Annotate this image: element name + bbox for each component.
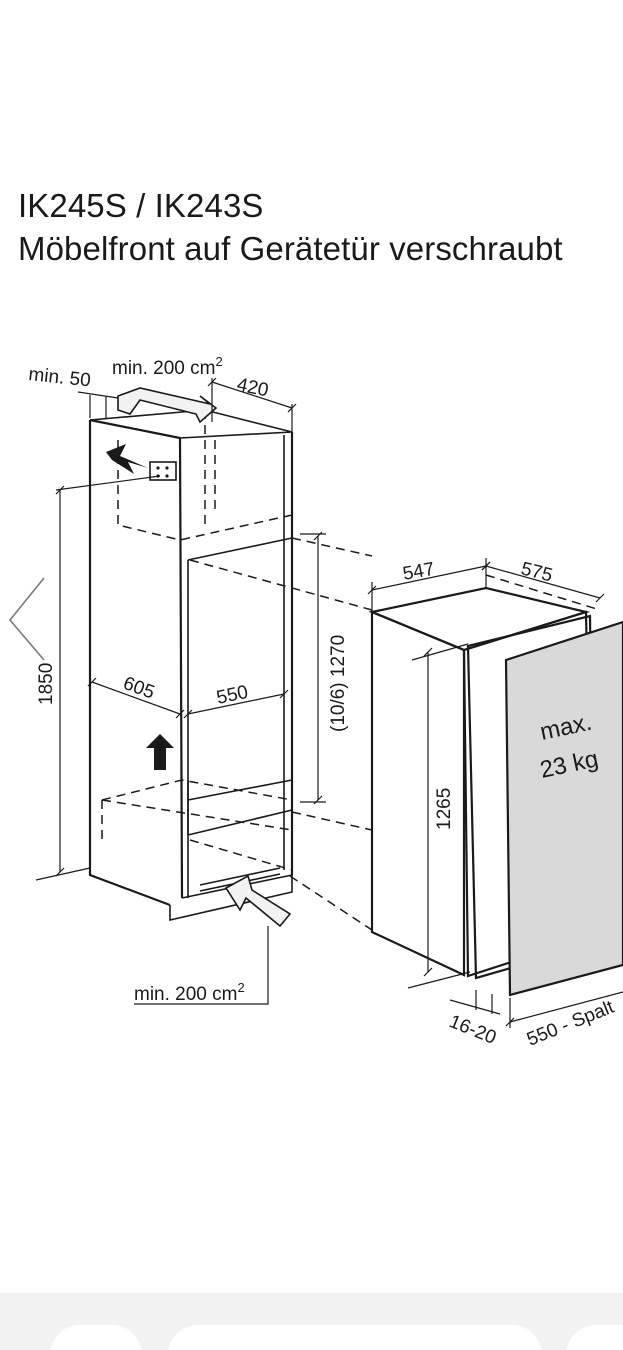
label-vent-top: min. 200 cm <box>112 358 215 379</box>
dimension-550-spalt: 550 - Spalt <box>505 991 623 1051</box>
label-420: 420 <box>235 374 270 401</box>
mounting-subtitle: Möbelfront auf Gerätetür verschraubt <box>18 230 563 267</box>
model-title: IK245S / IK243S <box>18 187 264 224</box>
svg-text:min. 200 cm2: min. 200 cm2 <box>112 354 223 379</box>
label-1850: 1850 <box>36 663 57 705</box>
label-575: 575 <box>519 558 555 586</box>
label-550-spalt: 550 - Spalt <box>524 996 618 1050</box>
label-min-50: min. 50 <box>27 364 91 391</box>
cabinet-niche <box>88 409 294 922</box>
label-1265: 1265 <box>434 788 455 830</box>
label-16-20: 16-20 <box>446 1011 499 1049</box>
vent-top-label: min. 200 cm2 <box>112 354 223 379</box>
dimension-550: 550 <box>183 682 289 719</box>
bottom-navigation-bar <box>0 1293 623 1350</box>
title-block: IK245S / IK243S Möbelfront auf Gerätetür… <box>18 184 563 270</box>
label-1270: (10/6) 1270 <box>328 635 349 732</box>
electric-warning-icon <box>106 444 148 474</box>
dimension-605: 605 <box>87 673 185 719</box>
dimension-547: 547 <box>367 558 491 612</box>
furniture-front-panel: max. 23 kg <box>504 620 623 997</box>
dimension-16-20: 16-20 <box>446 990 501 1049</box>
label-vent-bottom-sup: 2 <box>237 980 244 995</box>
airflow-arrow-icon <box>117 387 218 424</box>
dimension-1850: 1850 <box>35 475 161 881</box>
dimension-1270: (10/6) 1270 <box>300 531 349 805</box>
dimension-575: 575 <box>481 558 605 603</box>
svg-text:min. 200 cm2: min. 200 cm2 <box>134 980 245 1005</box>
label-vent-bottom: min. 200 cm <box>134 984 237 1005</box>
chevron-left-icon[interactable] <box>8 577 45 661</box>
up-arrow-icon <box>146 734 174 770</box>
label-vent-top-sup: 2 <box>215 354 222 369</box>
dimension-420: 420 <box>207 374 297 432</box>
label-547: 547 <box>401 559 436 585</box>
vent-bottom-label: min. 200 cm2 <box>134 926 269 1005</box>
installation-diagram: 1850 605 550 420 min. 50 min. 200 cm2 <box>8 354 623 1051</box>
dimension-1265: 1265 <box>407 643 471 989</box>
label-550: 550 <box>215 682 250 709</box>
label-605: 605 <box>120 673 157 704</box>
bottom-airflow-arrow-icon <box>224 874 292 928</box>
nav-button-left[interactable] <box>50 1325 142 1350</box>
nav-search-pill[interactable] <box>168 1325 542 1350</box>
nav-button-right[interactable] <box>566 1325 623 1350</box>
dimension-min-50: min. 50 <box>27 364 119 418</box>
